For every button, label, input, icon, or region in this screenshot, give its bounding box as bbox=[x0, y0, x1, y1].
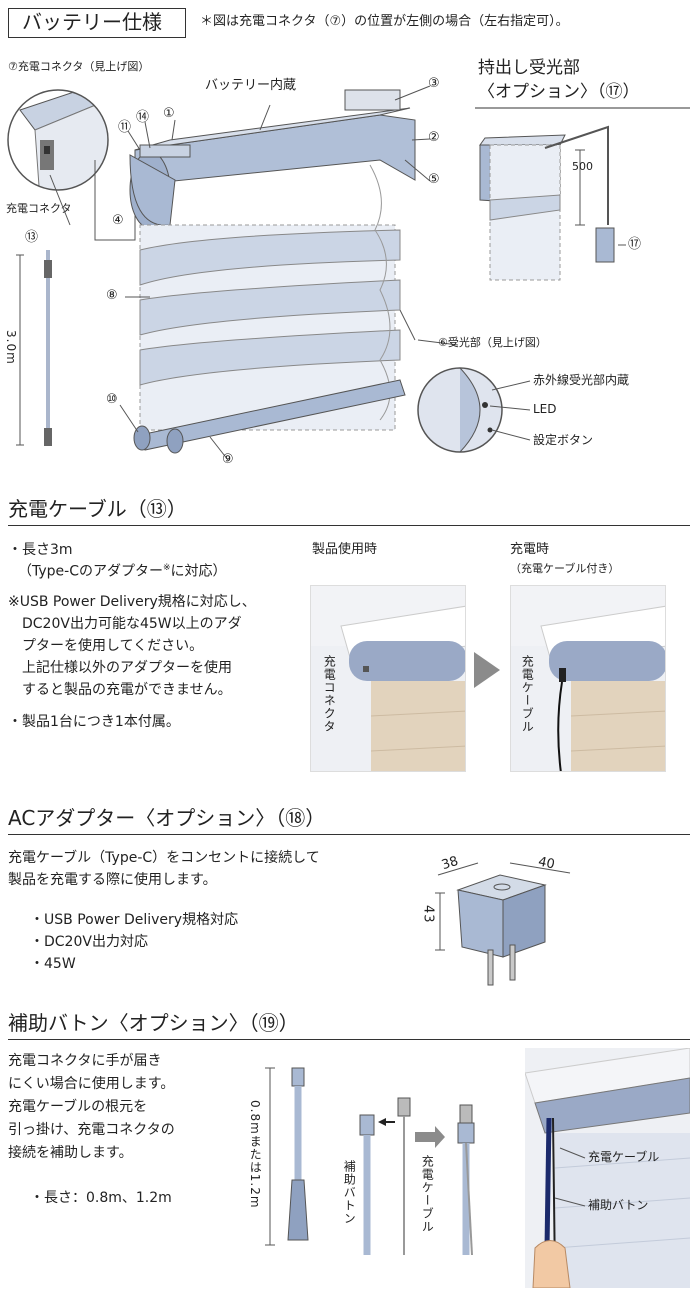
cable-note-5: すると製品の充電ができません。 bbox=[22, 682, 232, 698]
adapter-diagram bbox=[435, 862, 571, 986]
marker-2: ② bbox=[428, 130, 440, 145]
cable-note-4: 上記仕様以外のアダプターを使用 bbox=[22, 660, 232, 676]
option-receiver-title-1: 持出し受光部 bbox=[478, 58, 580, 78]
cable-bullet-2: ・製品1台につき1本付属。 bbox=[8, 714, 180, 730]
adapter-spec-3: ・45W bbox=[30, 956, 76, 972]
baton-photo-cable-label: 充電ケーブル bbox=[588, 1150, 660, 1164]
marker-13: ⑬ bbox=[25, 230, 39, 245]
ir-label: 赤外線受光部内蔵 bbox=[533, 373, 630, 387]
cable-note-3: プターを使用してください。 bbox=[22, 638, 204, 654]
setting-button-label: 設定ボタン bbox=[533, 433, 594, 447]
adapter-dim-width: 40 bbox=[536, 854, 557, 873]
baton-desc-4: 引っ掛け、充電コネクタの bbox=[8, 1122, 175, 1138]
marker-5: ⑤ bbox=[428, 172, 440, 187]
baton-desc-3: 充電ケーブルの根元を bbox=[8, 1099, 148, 1115]
marker-9: ⑨ bbox=[222, 452, 234, 467]
charging-sub-label: （充電ケーブル付き） bbox=[510, 562, 620, 575]
cable-title-rule bbox=[8, 525, 690, 526]
photo-in-use bbox=[310, 585, 466, 772]
photo-charging bbox=[510, 585, 666, 772]
battery-title-box bbox=[8, 8, 186, 38]
cable-bullet-1-sub-main: （Type-Cのアダプター bbox=[18, 563, 163, 580]
option-receiver-title-2: 〈オプション〉（⑰） bbox=[478, 82, 640, 102]
adapter-title: ACアダプター〈オプション〉（⑱） bbox=[8, 806, 326, 830]
baton-cable-label: 充電ケーブル bbox=[420, 1155, 435, 1233]
adapter-desc-1: 充電ケーブル（Type-C）をコンセントに接続して bbox=[8, 850, 320, 866]
option-dim-500: 500 bbox=[572, 160, 593, 173]
baton-title-rule bbox=[8, 1039, 690, 1040]
connector-magnified-icon bbox=[8, 90, 108, 190]
baton-desc-1: 充電コネクタに手が届き bbox=[8, 1053, 162, 1069]
cable-bullet-1-sub: （Type-Cのアダプター※に対応） bbox=[18, 563, 227, 581]
baton-desc-5: 接続を補助します。 bbox=[8, 1145, 133, 1161]
cable-note-2: DC20V出力可能な45W以上のアダ bbox=[22, 616, 242, 632]
marker-10: ⑩ bbox=[106, 392, 118, 407]
baton-photo-baton-label: 補助バトン bbox=[588, 1198, 649, 1212]
in-use-label: 製品使用時 bbox=[312, 542, 378, 557]
battery-title: バッテリー仕様 bbox=[22, 10, 162, 34]
marker-14: ⑭ bbox=[136, 110, 150, 125]
adapter-spec-1: ・USB Power Delivery規格対応 bbox=[30, 912, 239, 928]
photo-charging-label: 充電ケーブル bbox=[520, 655, 535, 733]
baton-desc-2: にくい場合に使用します。 bbox=[8, 1076, 175, 1092]
cable-bullet-1-sub-end: に対応） bbox=[170, 563, 227, 580]
adapter-title-rule bbox=[8, 834, 690, 835]
cable-bullet-1: ・長さ3m bbox=[8, 542, 73, 558]
battery-diagram bbox=[7, 85, 690, 461]
marker-11: ⑪ bbox=[118, 120, 132, 135]
charging-label: 充電時 bbox=[510, 542, 550, 557]
baton-title: 補助バトン〈オプション〉（⑲） bbox=[8, 1011, 299, 1035]
cable-title: 充電ケーブル（⑬） bbox=[8, 497, 187, 521]
connector-view-label: ⑦充電コネクタ（見上げ図） bbox=[8, 60, 150, 73]
cable-length-label: 3.0m bbox=[4, 330, 19, 365]
marker-8: ⑧ bbox=[106, 288, 118, 303]
marker-1: ① bbox=[163, 106, 175, 121]
baton-length: ・長さ：0.8m、1.2m bbox=[30, 1190, 172, 1206]
baton-photo bbox=[525, 1048, 690, 1288]
led-label: LED bbox=[533, 402, 557, 416]
photo-in-use-label: 充電コネクタ bbox=[322, 655, 337, 733]
cable-bullet-1-sub-note: ※ bbox=[162, 563, 171, 573]
marker-17: ⑰ bbox=[628, 237, 642, 252]
baton-diagram bbox=[265, 1067, 475, 1256]
battery-note: ＊図は充電コネクタ（⑦）の位置が左側の場合（左右指定可）。 bbox=[200, 14, 569, 29]
baton-label: 補助バトン bbox=[342, 1160, 357, 1225]
receiver-view-label: ⑥受光部（見上げ図） bbox=[438, 336, 547, 349]
baton-dim-label: 0.8mまたは1.2m bbox=[248, 1100, 263, 1209]
battery-inside-label: バッテリー内蔵 bbox=[205, 78, 297, 93]
adapter-spec-2: ・DC20V出力対応 bbox=[30, 934, 148, 950]
adapter-desc-2: 製品を充電する際に使用します。 bbox=[8, 872, 217, 888]
arrow-right-icon bbox=[474, 652, 500, 688]
marker-4: ④ bbox=[112, 213, 124, 228]
connector-label: 充電コネクタ bbox=[6, 202, 72, 215]
marker-3: ③ bbox=[428, 76, 440, 91]
cable-note-1: ※USB Power Delivery規格に対応し、 bbox=[8, 594, 256, 610]
adapter-dim-height: 43 bbox=[420, 905, 436, 924]
